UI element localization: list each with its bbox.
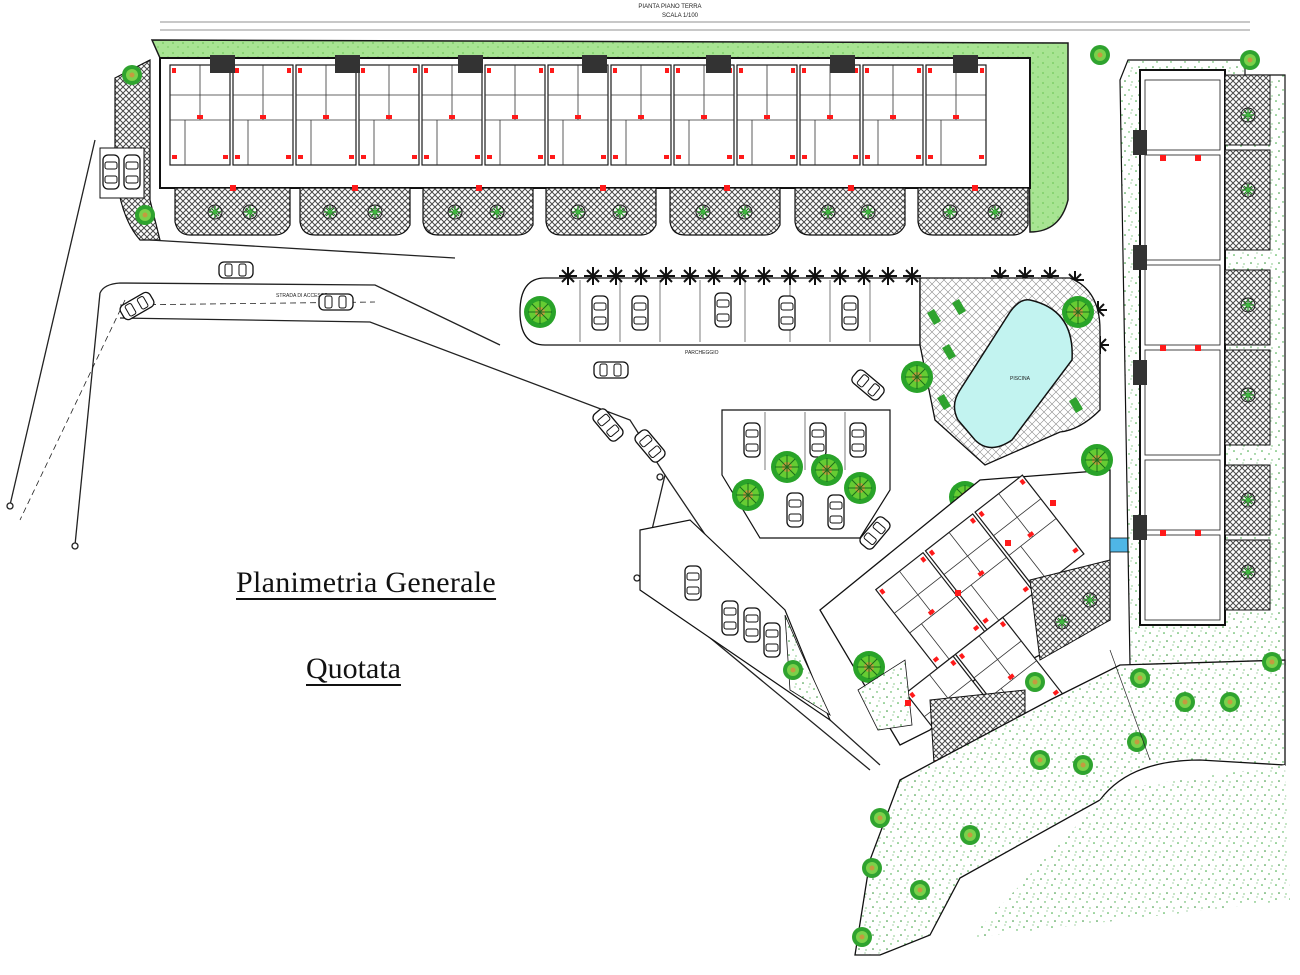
tree: [1061, 295, 1095, 329]
tree: [960, 825, 980, 845]
tree: [1080, 443, 1114, 477]
tree: [862, 858, 882, 878]
tree: [523, 295, 557, 329]
south-green-area: [852, 649, 1290, 956]
tree: [1130, 668, 1150, 688]
north-terrace-block: [159, 55, 1031, 236]
header-label: PIANTA PIANO TERRA: [638, 4, 701, 10]
tree: [731, 478, 765, 512]
tree: [1090, 45, 1110, 65]
tree: [900, 360, 934, 394]
tree: [1030, 750, 1050, 770]
tree: [870, 808, 890, 828]
header-scale: SCALA 1/100: [662, 13, 699, 19]
north-units: [169, 64, 987, 166]
north-gardens: [174, 187, 1029, 236]
drawing-header: PIANTA PIANO TERRA SCALA 1/100: [160, 4, 1250, 31]
tree: [1240, 50, 1260, 70]
tree: [1175, 692, 1195, 712]
plan-subtitle: Quotata: [306, 652, 401, 685]
tree: [810, 453, 844, 487]
inner-parking: [721, 409, 982, 552]
tree: [1025, 672, 1045, 692]
west-parking: [99, 147, 145, 199]
parking-label: PARCHEGGIO: [685, 350, 719, 356]
plan-title: Planimetria Generale: [236, 566, 497, 599]
east-terrace-block: [1090, 45, 1286, 666]
tree: [135, 205, 155, 225]
tree: [783, 660, 803, 680]
tree: [852, 927, 872, 947]
tree: [122, 65, 142, 85]
pool-label: PISCINA: [1010, 376, 1031, 382]
swimming-pool: [953, 299, 1073, 449]
tree: [1073, 755, 1093, 775]
tree: [1220, 692, 1240, 712]
southwest-parking: [639, 519, 832, 722]
tree: [770, 450, 804, 484]
tree: [843, 471, 877, 505]
road-label: STRADA DI ACCESSO: [276, 293, 328, 299]
central-parking: PARCHEGGIO: [519, 266, 1110, 356]
tree: [1127, 732, 1147, 752]
tree: [1262, 652, 1282, 672]
pool-area: PISCINA: [900, 277, 1101, 466]
tree: [910, 880, 930, 900]
